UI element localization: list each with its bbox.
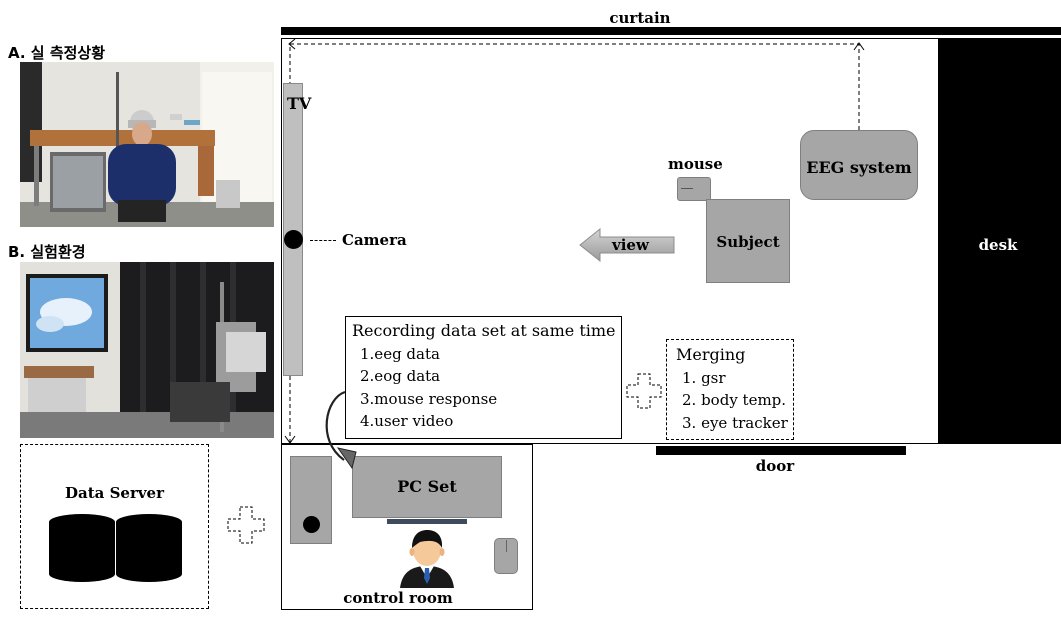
door-bar [656, 446, 906, 455]
pc-set-label: PC Set [397, 477, 457, 496]
eeg-system-box [800, 130, 918, 200]
subject-box [706, 199, 790, 283]
photo-a-caption: A. 실 측정상황 [8, 44, 106, 62]
recording-box: Recording data set at same time 1.eeg da… [345, 316, 622, 439]
view-label: view [612, 236, 649, 254]
photo-b-caption: B. 실험환경 [8, 243, 86, 261]
door-label: door [755, 457, 795, 475]
merging-box: Merging 1. gsr 2. body temp. 3. eye trac… [666, 339, 794, 440]
eeg-system-label: EEG system [806, 158, 912, 177]
mouse-label: mouse [668, 155, 723, 173]
data-server-box [20, 444, 209, 609]
keyboard [387, 519, 467, 524]
curved-arrow-icon [325, 390, 357, 470]
recording-title: Recording data set at same time [352, 321, 616, 340]
environment-photo [20, 262, 274, 438]
merging-item: 2. body temp. [682, 391, 787, 409]
camera-label: Camera [342, 231, 407, 249]
database-icon [49, 514, 115, 582]
plus-icon [626, 373, 662, 409]
view-arrow-icon [579, 227, 675, 263]
recording-item: 1.eeg data [360, 344, 440, 363]
data-server-label: Data Server [64, 484, 165, 502]
database-icons [49, 514, 182, 582]
curtain-bar [281, 27, 1061, 35]
recording-item: 3.mouse response [360, 389, 498, 408]
plus-icon [227, 506, 265, 544]
recording-item: 2.eog data [360, 367, 441, 385]
recording-item: 4.user video [360, 412, 454, 430]
power-button-icon [303, 516, 320, 533]
mouse-button-line [506, 540, 507, 552]
mouse-button-line [681, 188, 693, 189]
tv-label: TV [287, 94, 312, 113]
merging-item: 1. gsr [682, 368, 726, 387]
control-room-label: control room [343, 589, 453, 607]
desk [938, 38, 1061, 444]
camera-icon [284, 230, 303, 249]
camera-leader [310, 240, 336, 241]
control-room [281, 444, 533, 610]
measurement-photo [20, 62, 274, 227]
curtain-label: curtain [609, 9, 671, 27]
merging-item: 3. eye tracker [682, 413, 788, 432]
pc-set-monitor [352, 456, 502, 518]
mouse-icon [677, 177, 711, 201]
subject-label: Subject [716, 233, 780, 251]
database-icon [116, 514, 182, 582]
operator-icon [400, 530, 454, 588]
tv-screen [283, 83, 303, 376]
desk-label: desk [978, 236, 1018, 254]
merging-title: Merging [676, 345, 746, 364]
